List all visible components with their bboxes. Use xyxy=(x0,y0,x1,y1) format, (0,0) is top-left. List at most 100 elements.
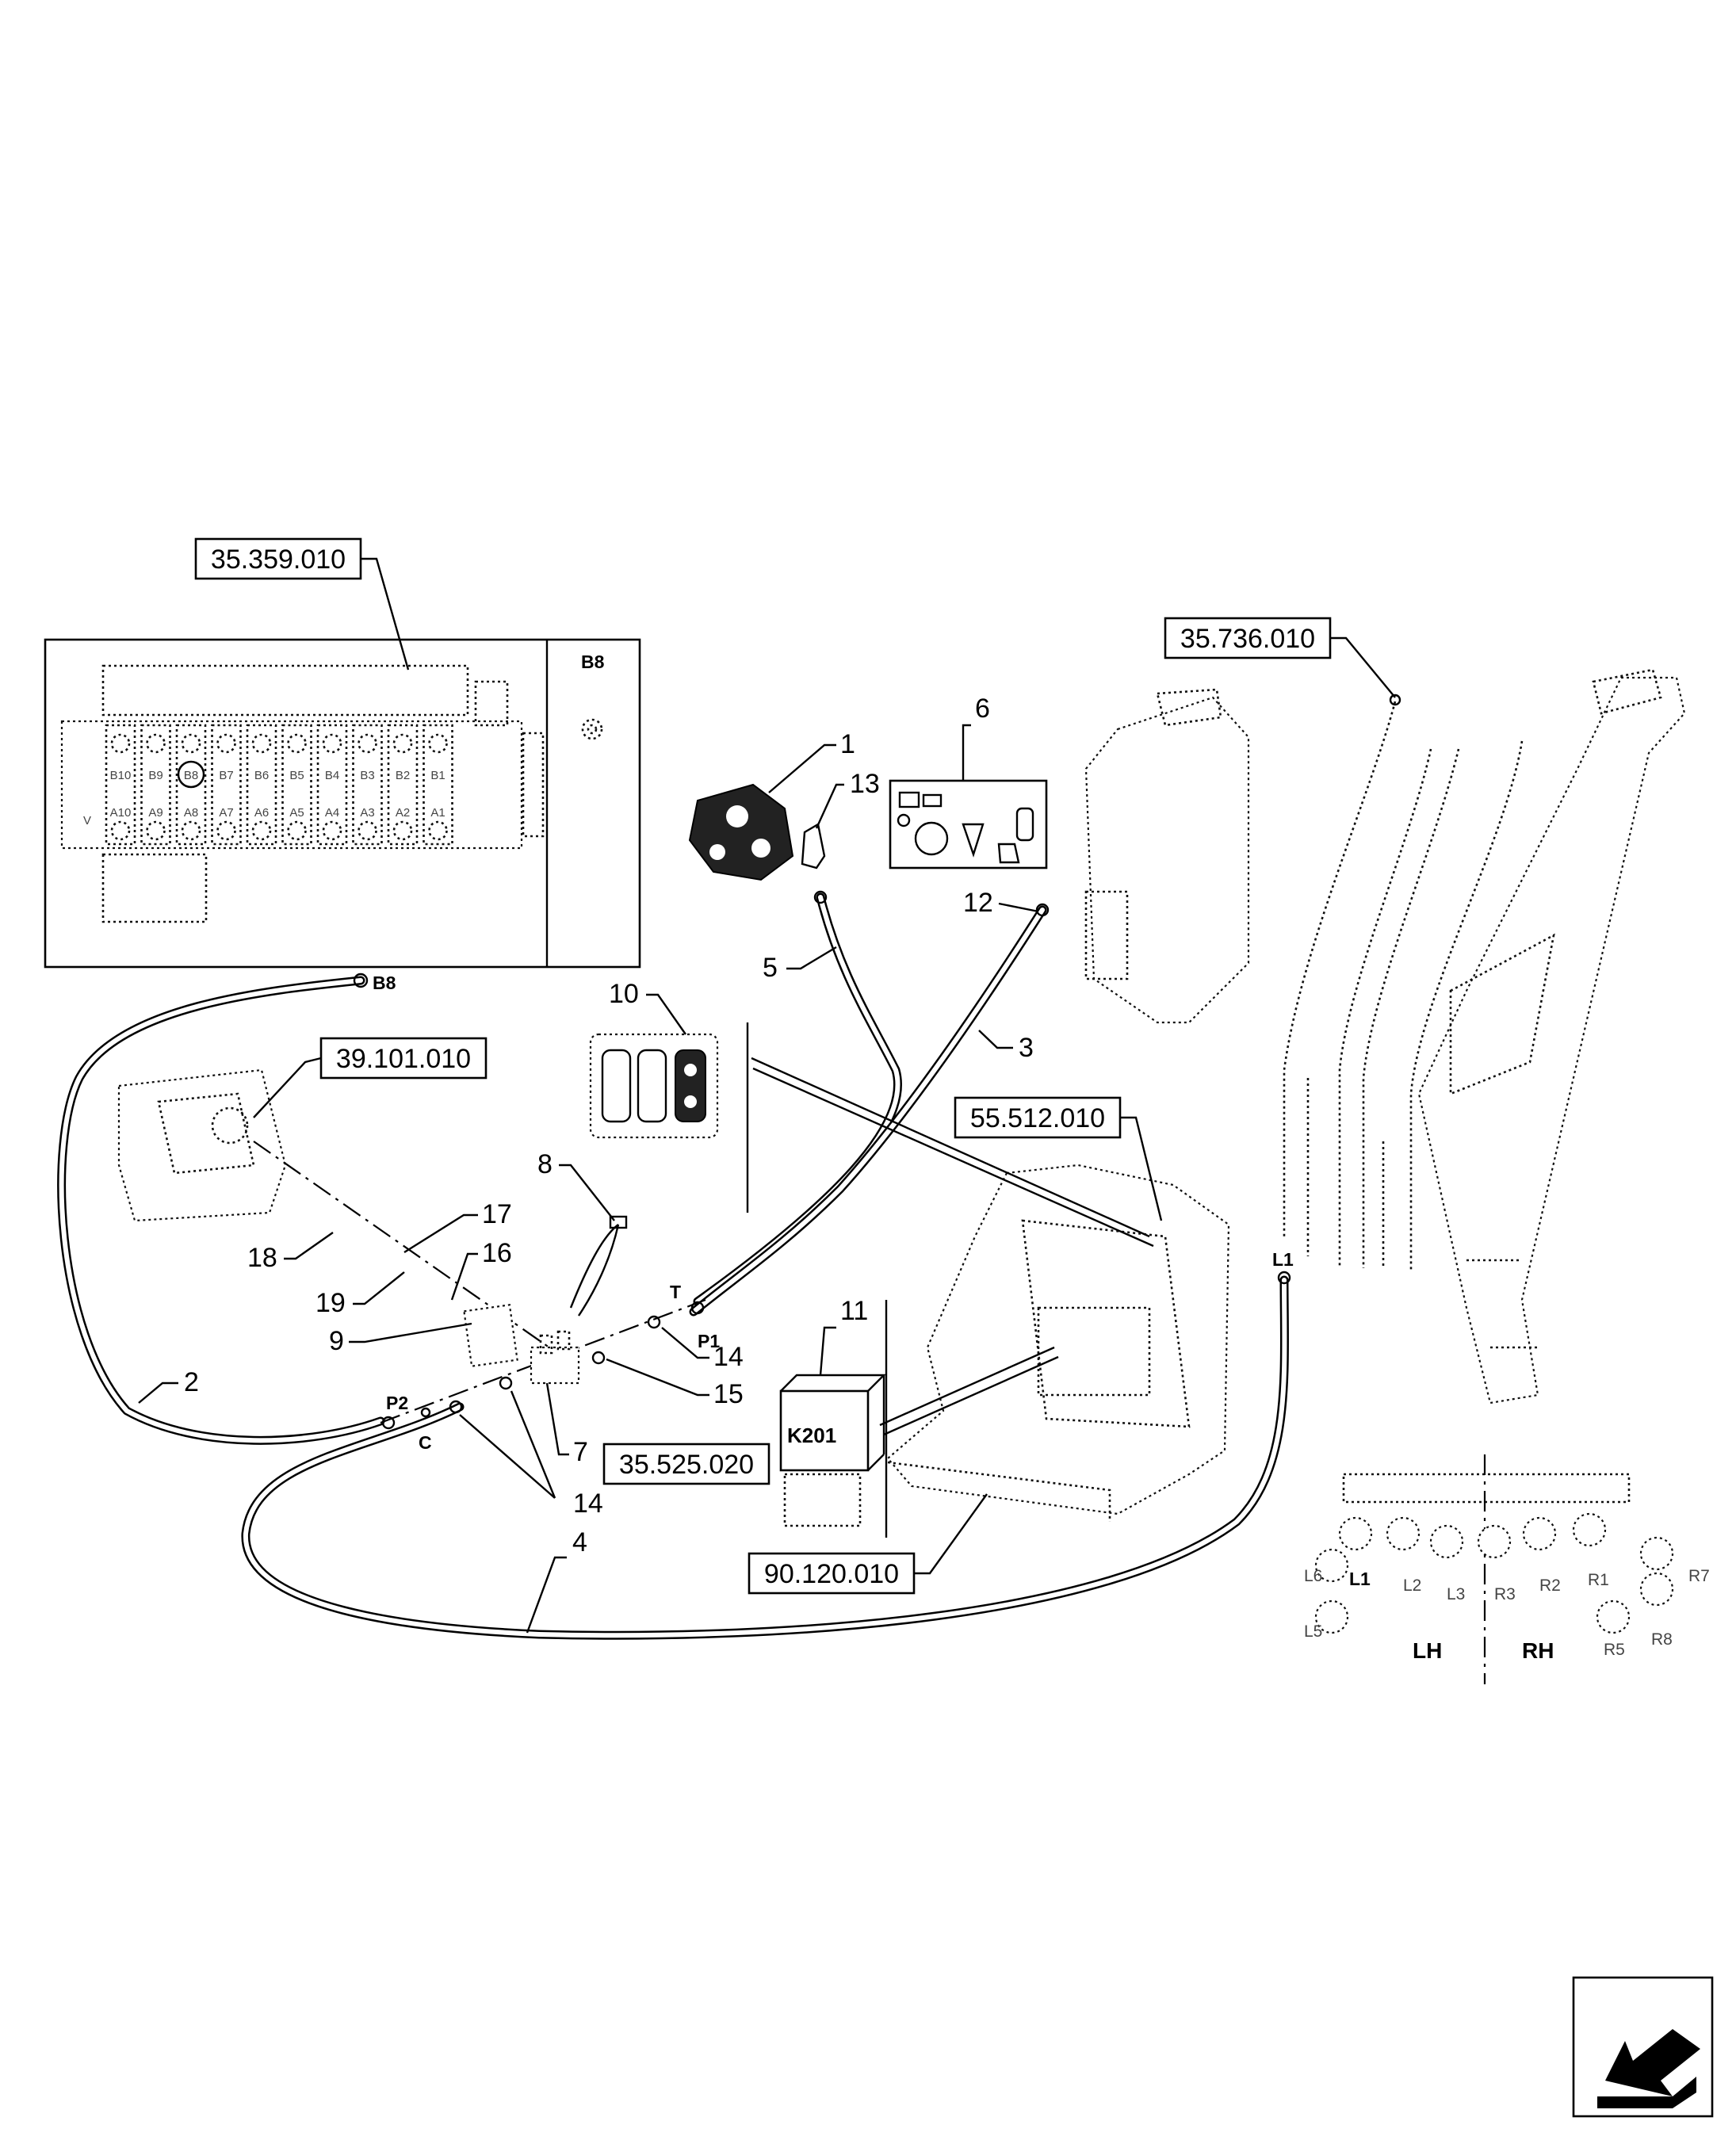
callout-8: 8 xyxy=(537,1149,553,1179)
blank-switch-2 xyxy=(637,1049,667,1123)
fitting-hose-5-top xyxy=(813,890,828,904)
arrow-base xyxy=(1597,2077,1696,2108)
hoses xyxy=(57,890,1291,1640)
spool-port xyxy=(110,820,131,841)
ref-text: 35.359.010 xyxy=(211,545,346,575)
pilot-r3: R3 xyxy=(1494,1585,1516,1603)
swing-detail xyxy=(157,1092,255,1175)
valve-label-bottom: A3 xyxy=(360,806,374,820)
callout-4: 4 xyxy=(572,1527,587,1557)
pilot-port-circle xyxy=(1386,1516,1421,1551)
callout-11: 11 xyxy=(840,1296,868,1326)
spool-port xyxy=(146,820,166,841)
spool-port xyxy=(428,820,448,841)
hose-5-inner xyxy=(695,895,901,1304)
back-arrow-icon[interactable] xyxy=(1572,1976,1714,2118)
valve-spool xyxy=(316,724,348,846)
spool-port xyxy=(251,820,272,841)
pilot-port-circle xyxy=(1477,1524,1512,1559)
callout-16: 16 xyxy=(482,1238,512,1268)
solenoid-valve-block xyxy=(380,1215,706,1430)
ref-35-736-010[interactable]: 35.736.010 xyxy=(1164,617,1396,698)
valve-label-bottom: A2 xyxy=(396,806,410,820)
fitting-t xyxy=(690,1301,705,1315)
pilot-port-circle xyxy=(1596,1599,1631,1634)
fitting-15 xyxy=(591,1351,606,1365)
cab-base xyxy=(887,1461,1111,1522)
ref-text: 35.525.020 xyxy=(619,1450,754,1480)
fitting-l1 xyxy=(1277,1271,1291,1285)
clip-body xyxy=(801,823,826,869)
relay-label: K201 xyxy=(787,1424,836,1447)
arm-boss xyxy=(1449,933,1555,1095)
callout-5: 5 xyxy=(763,953,778,983)
leader-16 xyxy=(450,1252,478,1301)
leader-10 xyxy=(646,993,686,1035)
port-p2: P2 xyxy=(386,1393,408,1413)
decal-symbol-a xyxy=(897,813,911,827)
pilot-r7: R7 xyxy=(1688,1567,1710,1585)
valve-block-7 xyxy=(530,1346,580,1385)
cab-frame xyxy=(886,1164,1230,1522)
leader-13 xyxy=(815,783,844,829)
leader-18 xyxy=(284,1232,334,1260)
inset-b8-label: B8 xyxy=(581,652,605,672)
valve-label-top: B2 xyxy=(396,769,410,782)
spool-port xyxy=(216,820,236,841)
relay-edge xyxy=(867,1454,885,1471)
hose-3-inner xyxy=(691,908,1045,1314)
ref-box xyxy=(194,537,362,580)
leader-11 xyxy=(819,1326,836,1376)
armrest-body xyxy=(1084,696,1250,1024)
ref-90-120-010[interactable]: 90.120.010 xyxy=(748,1493,988,1595)
valve-body xyxy=(60,720,523,850)
cable-switch-to-cab xyxy=(751,1057,1154,1248)
pipe-a xyxy=(1283,701,1397,1236)
pilot-port-circle xyxy=(1314,1548,1349,1583)
valve-label-top: B5 xyxy=(289,769,304,782)
spool-port xyxy=(181,820,201,841)
ref-55-512-010[interactable]: 55.512.010 xyxy=(954,1096,1163,1221)
control-valve-inset: B10A10B9A9B8A8B7A7B6A6B5A5B4A4B3A3B2A2B1… xyxy=(44,638,641,969)
pilot-l5: L5 xyxy=(1304,1622,1322,1641)
pilot-r5: R5 xyxy=(1604,1641,1625,1659)
armrest-console-12 xyxy=(1084,688,1250,1024)
pilot-port-circle xyxy=(1429,1524,1464,1559)
arrow-shape xyxy=(1605,2029,1700,2096)
valve-label-bottom: A4 xyxy=(325,806,339,820)
valve-label-top: B10 xyxy=(110,769,132,782)
port-t: T xyxy=(670,1282,681,1302)
swing-assembly xyxy=(117,1068,287,1222)
harness-8 xyxy=(569,1224,620,1317)
boom-arm xyxy=(1417,668,1686,1404)
cab-control-units xyxy=(1037,1306,1151,1397)
leader-15 xyxy=(606,1358,709,1397)
ref-leader xyxy=(1330,636,1396,698)
pilot-port-circle xyxy=(1572,1512,1607,1547)
callout-3: 3 xyxy=(1019,1033,1034,1063)
ref-35-525-020[interactable]: 35.525.020 xyxy=(602,1443,770,1485)
pilot-port-circle xyxy=(1639,1536,1674,1571)
valve-label-bottom: A9 xyxy=(148,806,163,820)
pipe-d xyxy=(1409,740,1524,1272)
valve-spool xyxy=(423,724,453,846)
pilot-rh: RH xyxy=(1522,1638,1554,1663)
hose-2-inner xyxy=(59,978,383,1443)
leader-7 xyxy=(545,1382,569,1456)
ref-text: 55.512.010 xyxy=(970,1103,1105,1133)
decal-switch-icon xyxy=(1015,807,1034,842)
pilot-r8: R8 xyxy=(1651,1630,1673,1649)
callout-13: 13 xyxy=(850,769,880,799)
pilot-port-circle xyxy=(1639,1572,1674,1607)
valve-label-top: B4 xyxy=(325,769,339,782)
pilot-r1: R1 xyxy=(1588,1571,1609,1589)
leader-12 xyxy=(998,902,1039,913)
ref-39-101-010[interactable]: 39.101.010 xyxy=(253,1037,488,1118)
callout-7: 7 xyxy=(573,1437,588,1467)
fitting-14-a xyxy=(499,1376,513,1390)
decal-cone-icon xyxy=(962,823,985,858)
leader-9 xyxy=(349,1322,472,1343)
valve-label-top: B6 xyxy=(254,769,269,782)
ref-35-359-010[interactable]: 35.359.010 xyxy=(194,537,410,671)
